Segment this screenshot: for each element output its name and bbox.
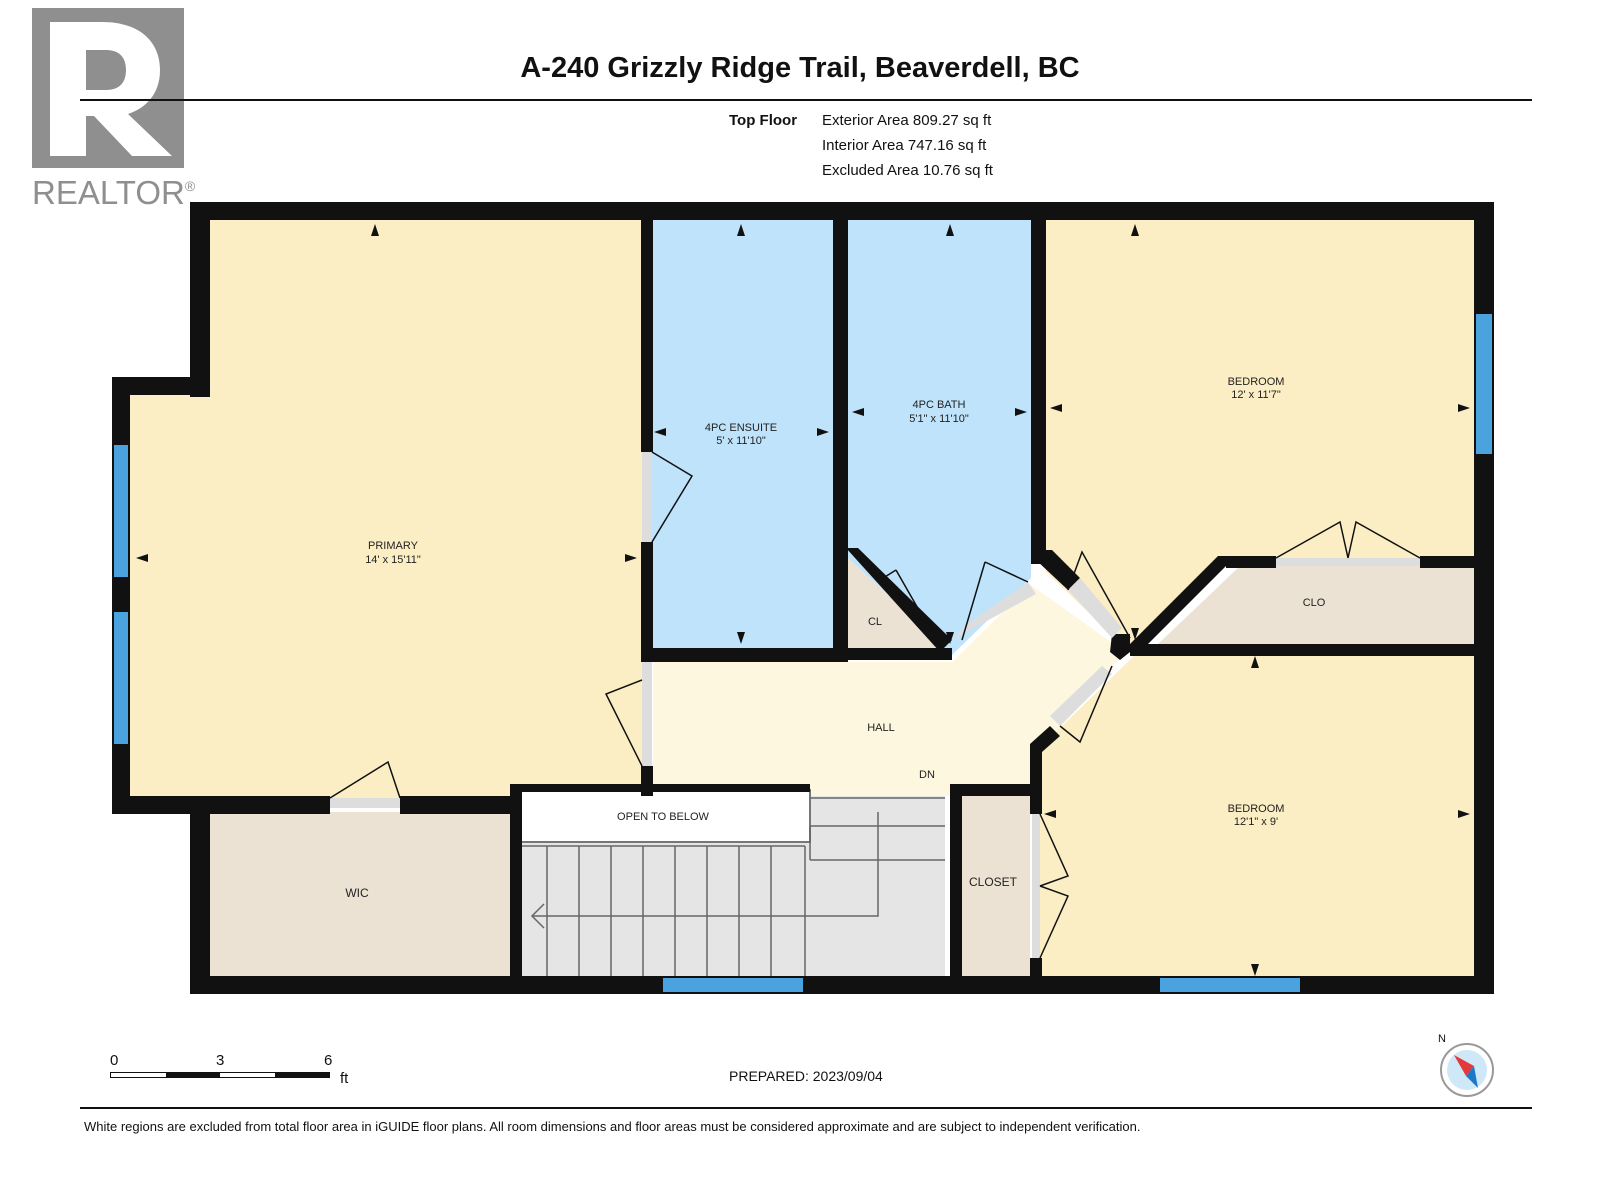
closet-label: CLOSET <box>969 875 1018 889</box>
scale-label-0: 0 <box>110 1052 119 1069</box>
disclaimer: White regions are excluded from total fl… <box>84 1119 1141 1134</box>
interior-area: Interior Area 747.16 sq ft <box>822 137 987 154</box>
ensuite-label: 4PC ENSUITE <box>705 422 777 434</box>
wic-closet <box>210 812 510 980</box>
wic-label: WIC <box>345 886 369 900</box>
excluded-area: Excluded Area 10.76 sq ft <box>822 162 993 179</box>
scale-unit: ft <box>340 1070 349 1087</box>
ensuite-room <box>650 220 833 652</box>
stair-treads <box>520 797 945 980</box>
window-primary-lower <box>114 612 128 744</box>
realtor-logo: REALTOR® <box>32 8 202 211</box>
realtor-logo-mark <box>32 8 184 168</box>
prepared-date: PREPARED: 2023/09/04 <box>729 1068 883 1084</box>
cl-closet <box>848 558 937 648</box>
bath-label: 4PC BATH <box>913 399 966 411</box>
scale-bar-graphic <box>110 1072 330 1078</box>
bedroom1-label: BEDROOM <box>1228 376 1285 388</box>
window-primary-upper <box>114 445 128 577</box>
doors <box>329 451 1421 959</box>
primary-room <box>120 220 645 806</box>
room-labels: PRIMARY 14' x 15'11" 4PC ENSUITE 5' x 11… <box>345 376 1325 900</box>
scale-label-3: 3 <box>216 1052 225 1069</box>
window-bedroom2 <box>1160 978 1300 992</box>
clo-closet <box>1157 566 1474 645</box>
hall-area <box>653 585 1125 796</box>
realtor-wordmark: REALTOR® <box>32 174 196 211</box>
bedroom1-room <box>1046 220 1474 645</box>
clo-label: CLO <box>1303 597 1326 609</box>
cl-label: CL <box>868 616 882 628</box>
plan-title: A-240 Grizzly Ridge Trail, Beaverdell, B… <box>520 52 1080 84</box>
bedroom2-label: BEDROOM <box>1228 803 1285 815</box>
floor-name: Top Floor <box>729 112 798 129</box>
bedroom2-room <box>1038 652 1474 980</box>
footer-divider <box>80 1107 1532 1109</box>
title-divider <box>80 99 1532 101</box>
bedroom2-dims: 12'1" x 9' <box>1234 816 1278 828</box>
dimension-arrows <box>136 224 1470 976</box>
closet-room <box>962 795 1030 980</box>
hall-label: HALL <box>867 722 895 734</box>
realtor-r-icon <box>50 22 172 156</box>
bedroom1-dims: 12' x 11'7" <box>1231 389 1281 401</box>
scale-bar: 0 3 6 ft <box>110 1052 350 1092</box>
compass-icon: N <box>1430 1030 1500 1100</box>
open-to-below-box <box>519 789 811 843</box>
compass-north-label: N <box>1438 1033 1446 1045</box>
primary-dims: 14' x 15'11" <box>365 554 421 566</box>
room-fills <box>120 220 1474 980</box>
scale-label-6: 6 <box>324 1052 333 1069</box>
primary-label: PRIMARY <box>368 540 419 552</box>
bath-room <box>848 220 1031 655</box>
exterior-area: Exterior Area 809.27 sq ft <box>822 112 992 129</box>
windows <box>114 314 1492 992</box>
ensuite-dims: 5' x 11'10" <box>716 435 766 447</box>
open-to-below-label: OPEN TO BELOW <box>617 811 710 823</box>
bath-dims: 5'1" x 11'10" <box>909 413 969 425</box>
dn-label: DN <box>919 769 935 781</box>
window-bottom-stairs <box>663 978 803 992</box>
window-bedroom1 <box>1476 314 1492 454</box>
